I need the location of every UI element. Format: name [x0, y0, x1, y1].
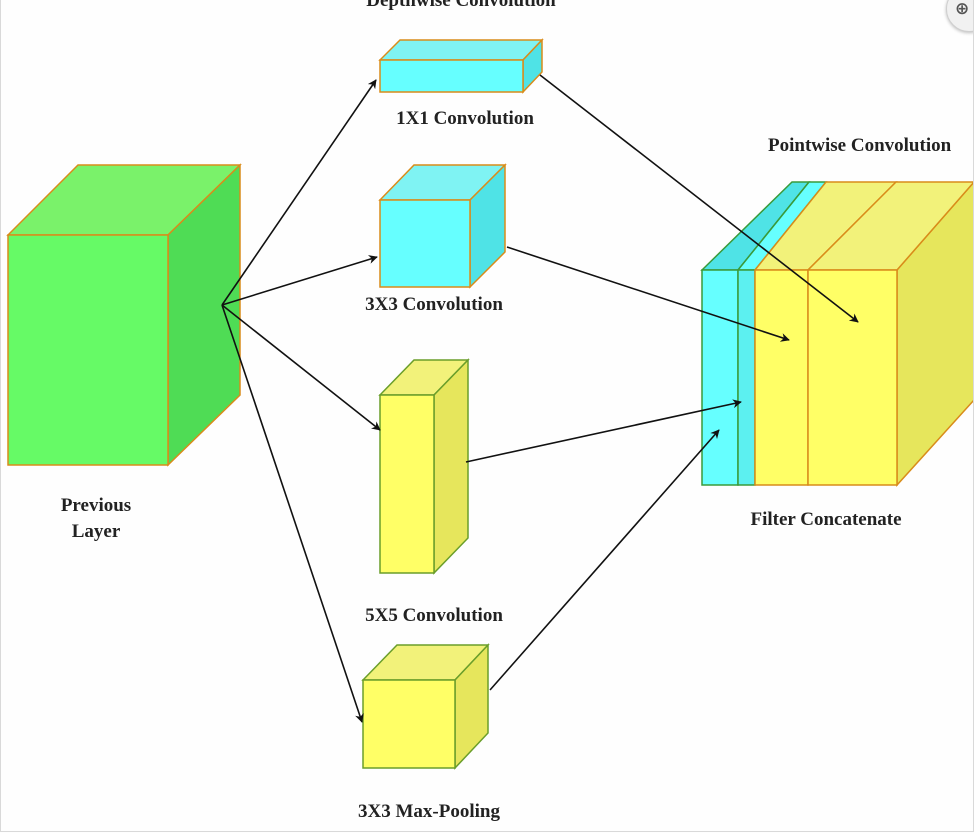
arrow-conv1x1-to-concat — [539, 74, 859, 323]
conv5x5-label: 5X5 Convolution — [365, 605, 503, 626]
previous-layer-label-line1: Previous — [60, 495, 132, 516]
previous-layer-block — [6, 163, 242, 467]
arrow-prev-to-conv5x5 — [221, 304, 381, 431]
maxpool-front — [362, 679, 456, 769]
depthwise-convolution-label: Depthwise Convolution — [366, 0, 556, 11]
concat-front-yellow-2 — [807, 269, 898, 486]
arrow-conv3x3-to-concat — [506, 246, 790, 342]
conv1x1-label: 1X1 Convolution — [396, 108, 534, 129]
concat-front-cyan-2 — [737, 269, 756, 486]
previous-layer-label: Previous Layer — [61, 493, 131, 544]
conv1x1-top — [378, 39, 544, 61]
previous-layer-label-line2: Layer — [71, 520, 121, 542]
filter-concatenate-block — [700, 180, 974, 487]
filter-concatenate-label: Filter Concatenate — [750, 509, 902, 530]
conv3x3-block — [378, 163, 507, 289]
previous-layer-front — [7, 234, 169, 466]
maxpool-label: 3X3 Max-Pooling — [358, 801, 500, 822]
concat-front-yellow-1 — [754, 269, 809, 486]
conv5x5-front — [379, 394, 435, 574]
arrow-prev-to-conv3x3 — [221, 255, 378, 306]
concat-front-cyan-1 — [701, 269, 739, 486]
conv1x1-block — [378, 38, 544, 94]
conv5x5-side — [433, 358, 469, 575]
conv1x1-front — [379, 59, 524, 93]
conv3x3-front — [379, 199, 471, 288]
conv5x5-block — [378, 358, 470, 575]
zoom-in-icon: ⊕ — [955, 0, 970, 19]
arrow-conv5x5-to-concat — [465, 399, 742, 463]
arrows — [221, 74, 859, 723]
arrow-maxpool-to-concat — [489, 429, 720, 691]
conv3x3-label: 3X3 Convolution — [365, 294, 503, 315]
pointwise-convolution-label: Pointwise Convolution — [768, 135, 952, 156]
maxpool-block — [361, 643, 490, 770]
arrow-prev-to-maxpool — [221, 304, 364, 723]
arrow-prev-to-conv1x1 — [221, 79, 377, 306]
